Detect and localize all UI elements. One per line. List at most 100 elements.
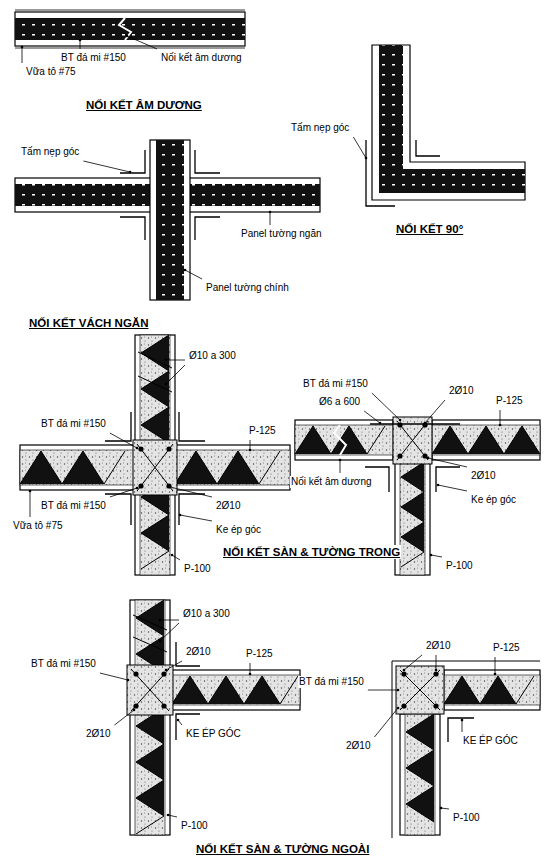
tie-bar	[370, 423, 460, 424]
foam-triangle	[244, 676, 280, 704]
truss-wire	[175, 451, 280, 484]
foam-triangle	[406, 786, 434, 822]
leader-line	[83, 161, 130, 172]
panel-core	[175, 450, 290, 485]
truss-wire	[295, 426, 385, 454]
foam-triangle	[136, 780, 164, 816]
leader-line	[428, 458, 467, 467]
callout-label: Tấm nẹp góc	[20, 146, 80, 158]
rebar-bar	[397, 453, 402, 458]
truss-wire	[406, 714, 434, 822]
plaster-line	[392, 661, 540, 838]
rebar-bar	[401, 671, 406, 676]
leader-line	[170, 487, 212, 497]
leader-line	[270, 212, 271, 225]
leader-dot	[159, 619, 162, 622]
section-heading: NỐI KẾT SÀN & TƯỜNG TRONG	[222, 545, 401, 559]
callout-label: P-125	[492, 642, 521, 654]
leader-dot	[136, 487, 139, 490]
leader-dot	[165, 669, 168, 672]
rebar-bar	[166, 483, 171, 488]
callout-label: Panel tường ngăn	[240, 228, 323, 240]
foam-triangle	[208, 676, 244, 704]
callout-label: BT đá mi #150	[302, 378, 369, 390]
corner-plate	[120, 150, 145, 173]
leader-dot	[126, 35, 129, 38]
foam-triangle	[141, 407, 169, 443]
foam-triangle	[480, 676, 516, 704]
callout-label: P-100	[445, 560, 474, 572]
corner-mesh	[105, 494, 131, 525]
foam-triangle	[406, 750, 434, 786]
rebar-bar	[161, 671, 166, 676]
callout-label: 2Ø10	[448, 385, 474, 397]
leader-line	[368, 690, 398, 691]
foam-triangle	[401, 522, 424, 552]
rebar-tie	[131, 669, 169, 711]
concrete-fill	[127, 665, 173, 715]
corner-plate	[366, 140, 395, 206]
leader-dot	[127, 679, 130, 682]
callout-label: BT đá mi #150	[40, 500, 107, 512]
panel-plaster	[432, 420, 540, 460]
leader-line	[100, 673, 128, 680]
leader-line	[462, 720, 463, 732]
leader-dot	[249, 449, 252, 452]
callout-label: 2Ø10	[470, 470, 496, 482]
leader-lines	[21, 35, 502, 817]
foam-triangle	[141, 515, 169, 551]
leader-line	[185, 270, 202, 279]
callout-label: Nối kết âm dương	[290, 476, 373, 488]
leader-line	[364, 411, 380, 423]
leader-line	[180, 515, 212, 521]
callout-label: P-125	[495, 395, 524, 407]
callout-label: BT đá mi #150	[40, 418, 107, 430]
leader-line	[353, 137, 366, 158]
callout-label: Vữa tô #75	[12, 520, 64, 532]
leader-line	[425, 400, 445, 423]
truss-wire	[172, 676, 298, 704]
callout-label: BT đá mi #150	[30, 658, 97, 670]
panel-core	[172, 675, 300, 705]
callout-label: BT đá mi #150	[60, 52, 127, 64]
leader-dot	[430, 554, 433, 557]
leader-dot	[169, 486, 172, 489]
callout-label: P-100	[180, 820, 209, 832]
leader-dot	[165, 383, 168, 386]
leader-dot	[437, 484, 440, 487]
rebar-bar	[422, 422, 427, 427]
panel-plaster	[175, 445, 290, 490]
leader-dot	[399, 419, 402, 422]
rebar-bar	[133, 671, 138, 676]
leader-dot	[494, 673, 497, 676]
callout-label: 2Ø10	[185, 646, 211, 658]
truss-wire	[432, 426, 540, 454]
callout-label: Tấm nẹp góc	[290, 122, 350, 134]
leader-dot	[461, 719, 464, 722]
corner-mesh	[105, 412, 131, 441]
panel-core	[295, 425, 393, 455]
foam-triangle	[136, 744, 164, 780]
leader-dot	[499, 424, 502, 427]
callout-label: Ø10 a 300	[188, 350, 237, 362]
panel-plaster	[20, 445, 135, 490]
leader-dot	[424, 422, 427, 425]
callout-label: Ke ép góc	[215, 524, 262, 536]
leader-line	[436, 655, 437, 670]
foam-triangle	[175, 451, 217, 484]
tie-bar	[138, 352, 172, 392]
callout-label: Ø6 a 600	[318, 396, 361, 408]
truss-wire	[401, 462, 424, 567]
leader-line	[404, 655, 422, 670]
leader-dot	[133, 709, 136, 712]
rebar-bar	[401, 703, 406, 708]
leader-line	[160, 620, 179, 621]
panel-wire	[379, 45, 525, 193]
leader-dot	[269, 211, 272, 214]
leader-dot	[435, 669, 438, 672]
leader-line	[168, 815, 177, 817]
leader-dot	[171, 554, 174, 557]
leader-line	[250, 440, 251, 450]
callout-label: Panel tường chính	[205, 282, 290, 294]
